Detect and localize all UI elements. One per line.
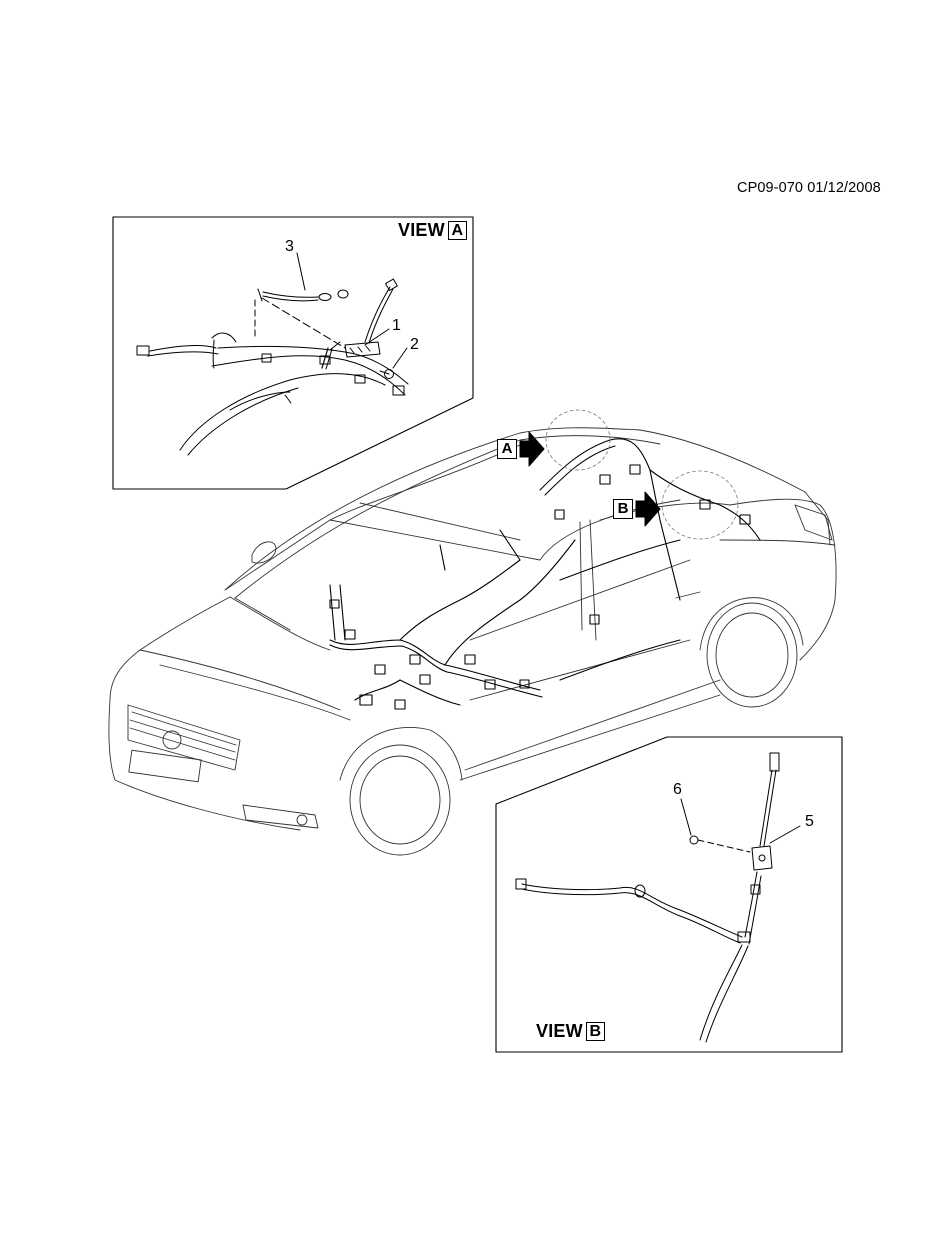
callout-5: 5 xyxy=(805,813,814,830)
view-a-parts xyxy=(254,252,408,379)
flag-b-arrow xyxy=(635,491,661,527)
view-b-detail-circle xyxy=(661,470,739,540)
view-a-word: VIEW xyxy=(398,220,445,240)
car-flag-b-letter: B xyxy=(613,499,633,519)
drawing-reference: CP09-070 01/12/2008 xyxy=(737,180,881,196)
callout-3: 3 xyxy=(285,238,294,255)
view-a-detail-circle xyxy=(545,409,611,471)
part-1-module xyxy=(344,341,381,358)
callout-2: 2 xyxy=(410,336,419,353)
callout-1: 1 xyxy=(392,317,401,334)
part-6-bolt xyxy=(689,835,699,845)
car-flag-a: A xyxy=(497,439,517,459)
car-body xyxy=(108,427,837,856)
view-a-letter-box: A xyxy=(447,221,467,240)
view-b-title: VIEW B xyxy=(536,1021,605,1042)
car-flag-b: B xyxy=(613,499,633,519)
part-3-sensor xyxy=(262,295,319,302)
view-a-title: VIEW A xyxy=(398,220,467,241)
view-a-harness xyxy=(136,332,409,456)
part-5-switch xyxy=(751,845,773,871)
callout-6: 6 xyxy=(673,781,682,798)
car-flag-a-letter: A xyxy=(497,439,517,459)
view-b-word: VIEW xyxy=(536,1021,583,1041)
view-a-frame xyxy=(112,216,474,490)
part-2-nut xyxy=(384,369,394,379)
view-b-letter-box: B xyxy=(585,1022,605,1041)
flag-a-arrow xyxy=(519,431,545,467)
view-b-frame xyxy=(495,736,843,1053)
car-harness xyxy=(329,438,761,710)
view-b-harness xyxy=(515,752,801,1043)
